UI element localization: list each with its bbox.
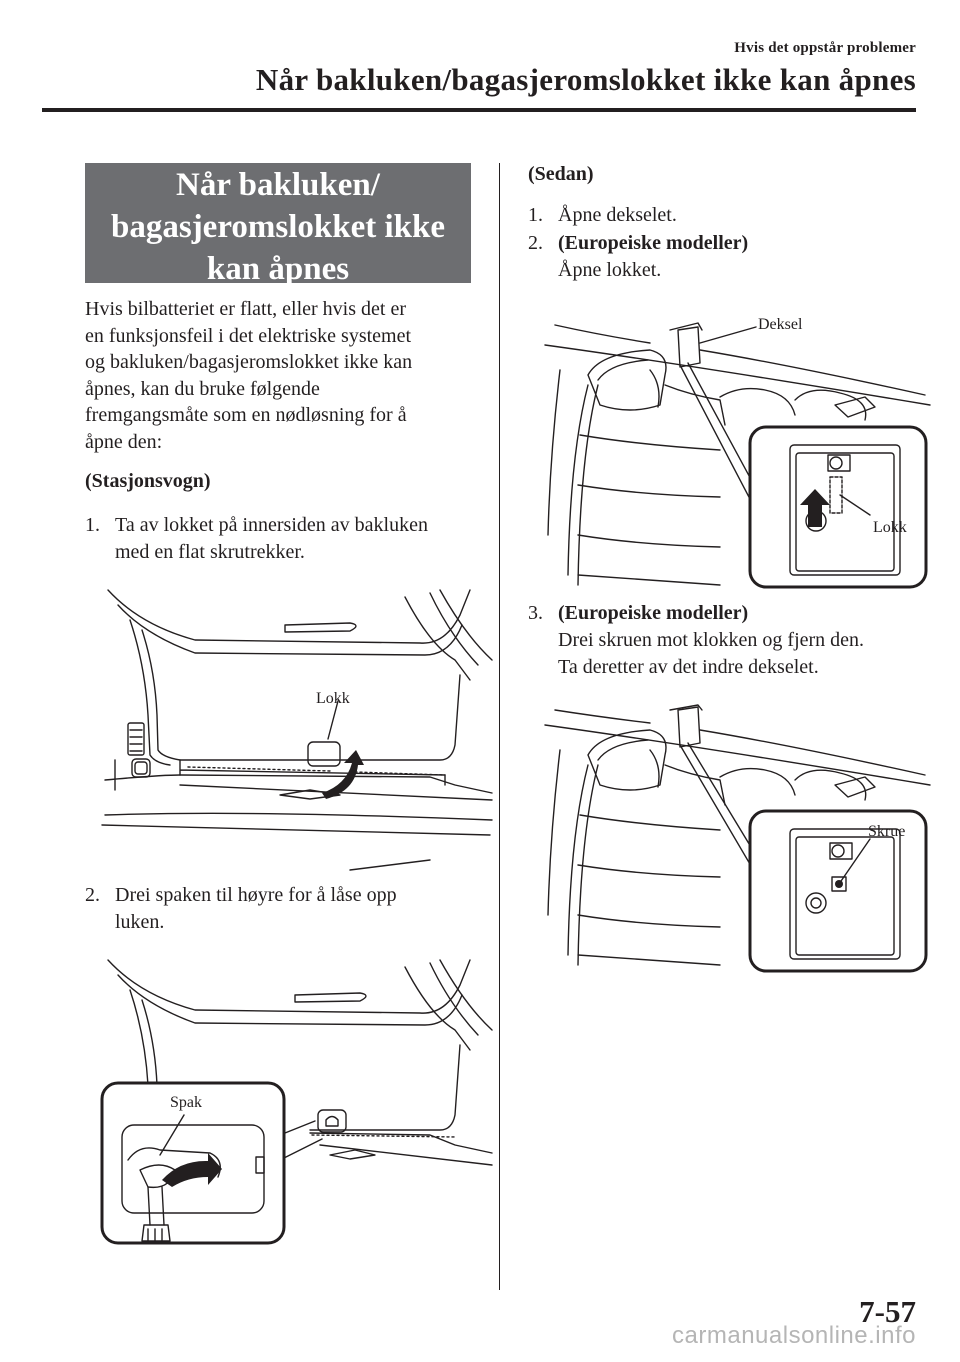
sedan-step-3: 3. (Europeiske modeller) Drei skruen mot… [528,600,948,684]
step-text-line-1: Drei skruen mot klokken og fjern den. [558,629,865,651]
section-title-line-2: bagasjeromslokket ikke [111,209,445,245]
intro-paragraph: Hvis bilbatteriet er flatt, eller hvis d… [85,296,485,456]
watermark: carmanualsonline.info [672,1322,916,1349]
spak-label: Spak [170,1094,202,1111]
section-title-line-3: kan åpnes [206,251,350,287]
section-header: Hvis det oppstår problemer [734,40,916,56]
step-qualifier: (Europeiske modeller) [558,232,749,254]
intro-line: fremgangsmåte som en nødløsning for å [85,404,407,427]
section-title-line-1: Når bakluken/ [176,167,380,203]
intro-line: og bakluken/bagasjeromslokket ikke kan [85,351,413,374]
wagon-lid-illustration: Lokk [101,589,493,871]
header-rule [42,108,916,112]
step-text-line-2: Ta deretter av det indre dekselet. [558,656,819,678]
wagon-step-1: 1. Ta av lokket på innersiden av bakluke… [85,512,485,568]
step-number: 2. [85,884,100,906]
step-text: Åpne lokket. [558,259,662,281]
sedan-step-2: 2. (Europeiske modeller) Åpne lokket. [528,230,928,286]
sedan-cover-illustration: Deksel Lokk [544,316,931,589]
sedan-step-1: 1. Åpne dekselet. [528,202,928,229]
deksel-label: Deksel [758,316,803,333]
step-number: 2. [528,232,543,254]
intro-line: åpne den: [85,430,163,453]
column-divider [499,163,500,1290]
lokk-label-sedan: Lokk [873,519,907,536]
step-qualifier: (Europeiske modeller) [558,602,749,624]
intro-line: en funksjonsfeil i det elektriske system… [85,324,412,347]
lokk-label: Lokk [316,690,350,707]
step-text-line-1: Ta av lokket på innersiden av bakluken [115,514,428,536]
page-title: Når bakluken/bagasjeromslokket ikke kan … [255,62,916,97]
intro-line: åpnes, kan du bruke følgende [85,377,320,400]
step-text: Åpne dekselet. [558,204,677,226]
wagon-step-2: 2. Drei spaken til høyre for å låse opp … [85,882,485,938]
intro-line: Hvis bilbatteriet er flatt, eller hvis d… [85,298,406,320]
step-text-line-1: Drei spaken til høyre for å låse opp [115,884,397,906]
wagon-heading: (Stasjonsvogn) [85,470,211,492]
step-number: 3. [528,602,543,624]
wagon-lever-illustration: Spak [100,959,493,1245]
step-number: 1. [528,204,543,226]
sedan-heading: (Sedan) [528,163,594,185]
page-number: 7-57 [859,1294,916,1329]
step-text-line-2: luken. [115,911,165,933]
step-text-line-2: med en flat skrutrekker. [115,541,305,563]
section-title-box: Når bakluken/ bagasjeromslokket ikke kan… [85,163,471,287]
step-number: 1. [85,514,100,536]
skrue-label: Skrue [868,823,905,840]
sedan-screw-illustration: Skrue [544,704,931,973]
